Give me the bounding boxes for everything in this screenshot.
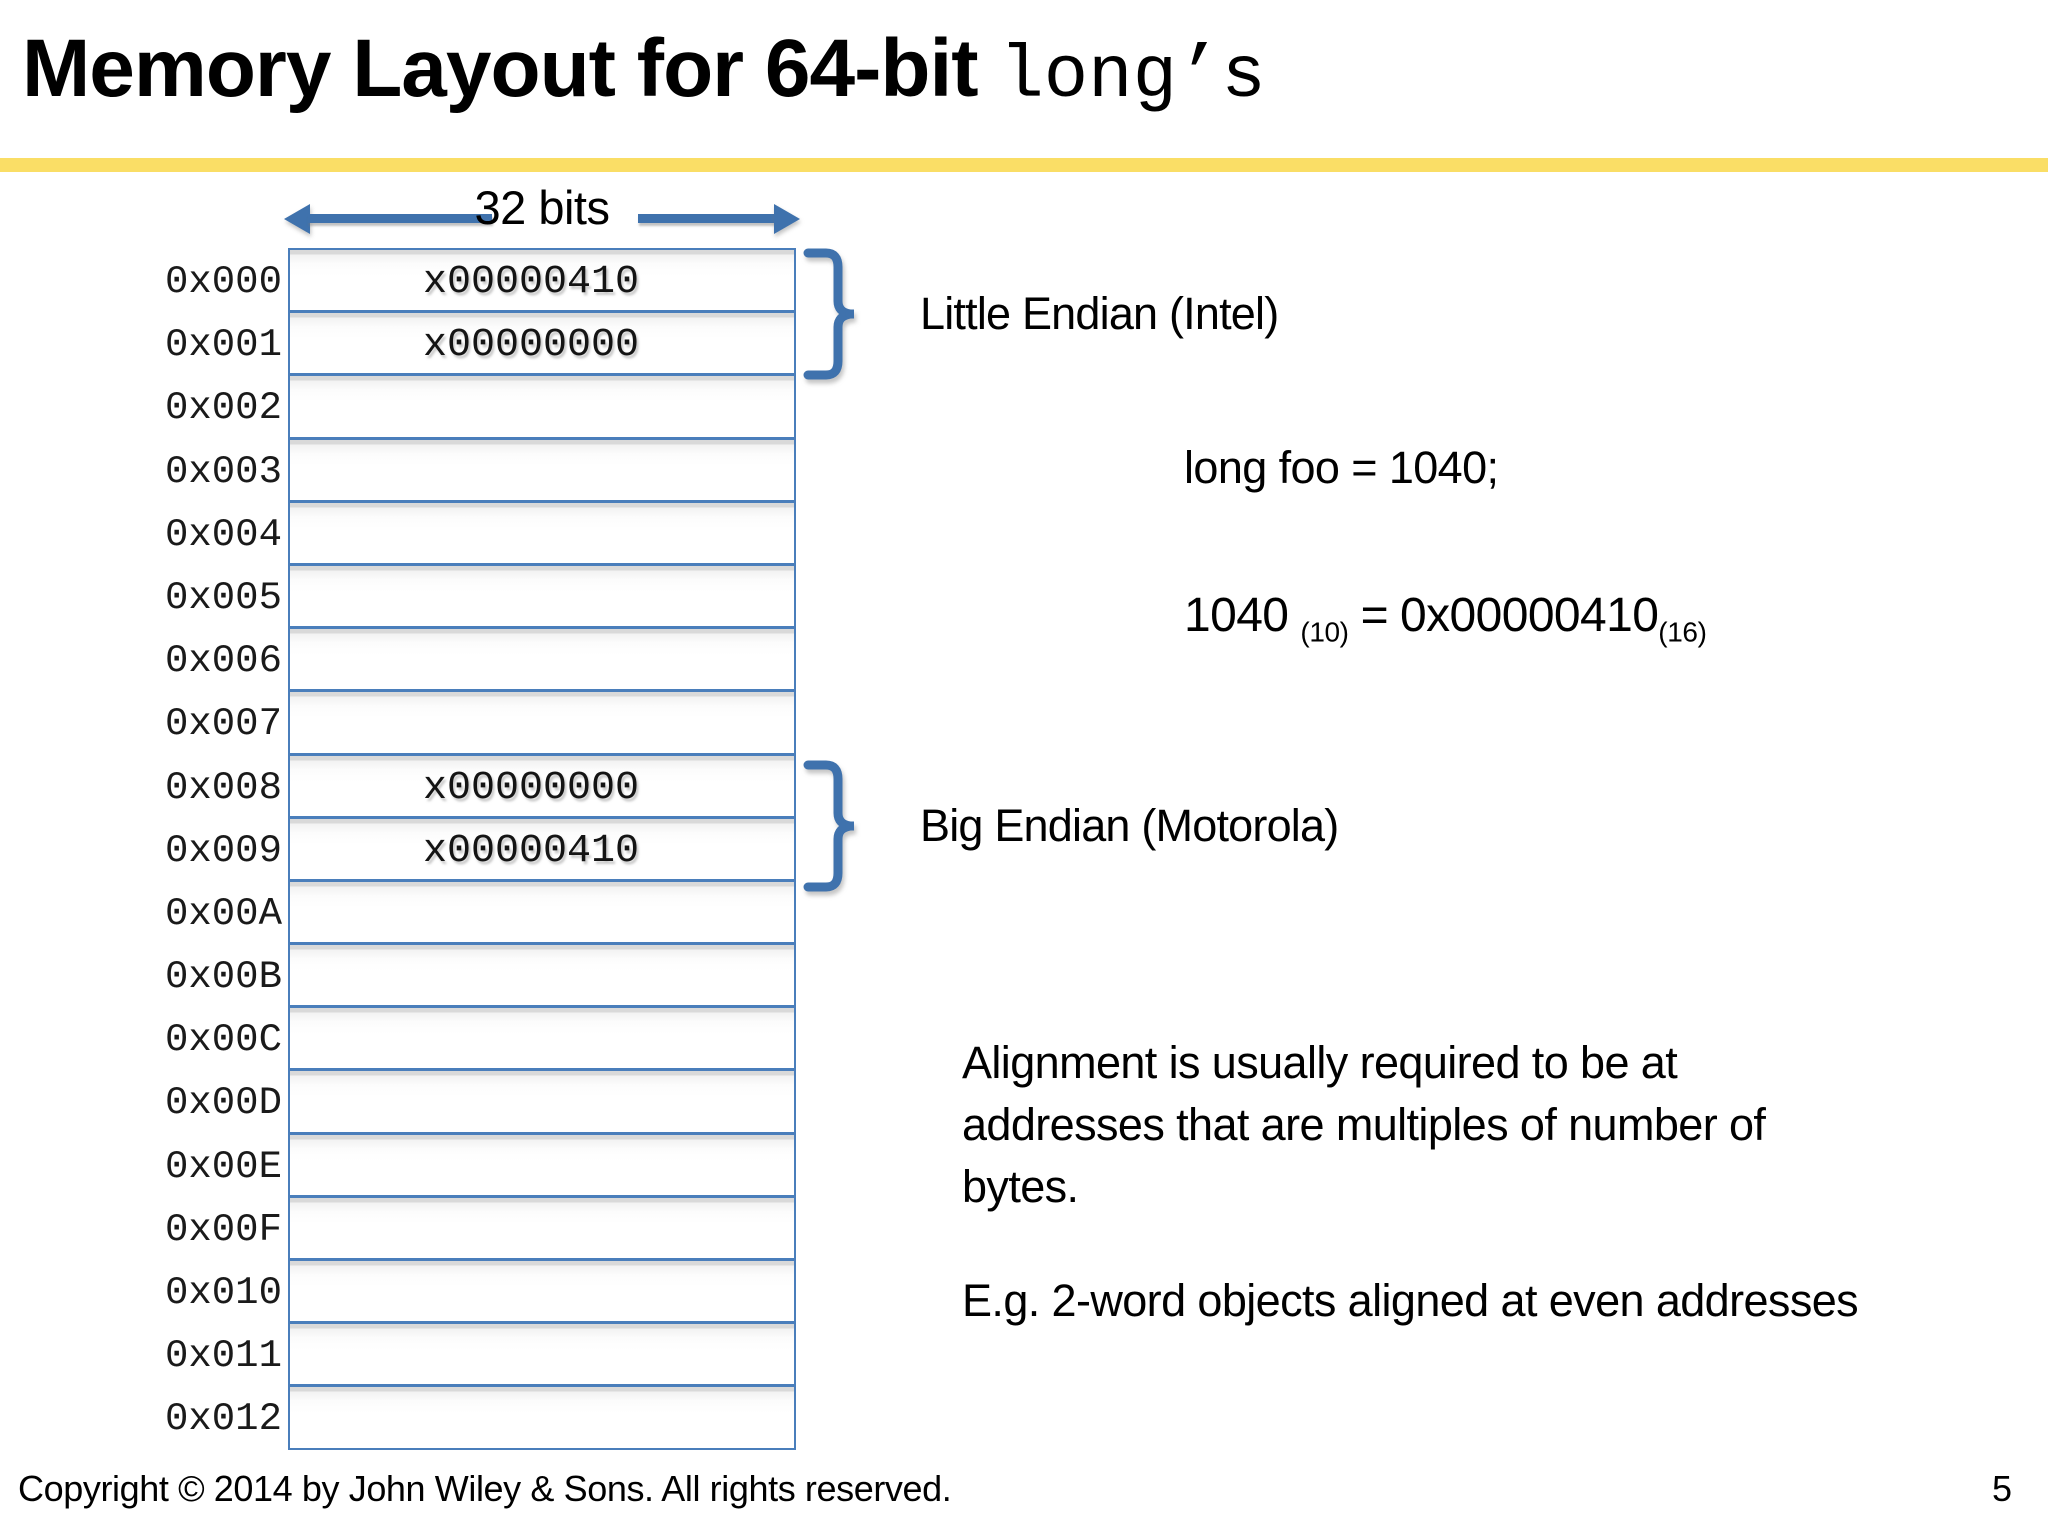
- memory-row: 0x008 x00000000: [165, 753, 796, 818]
- memory-cell-value: [290, 945, 794, 1009]
- memory-row: 0x011: [165, 1322, 796, 1388]
- memory-address-label: 0x00F: [164, 1207, 282, 1252]
- memory-row: 0x009 x00000410: [165, 816, 796, 881]
- footer-page-number: 5: [1991, 1468, 2012, 1509]
- memory-cell-value: [290, 440, 794, 504]
- memory-row: 0x00B: [165, 943, 796, 1009]
- hex-equals-sign: =: [1360, 589, 1389, 642]
- memory-cell-value: [290, 376, 794, 440]
- memory-address-label: 0x012: [164, 1397, 282, 1442]
- memory-row: 0x00C: [165, 1006, 796, 1072]
- memory-cell-value: [290, 566, 794, 630]
- memory-address-label: 0x00B: [164, 955, 282, 1000]
- memory-cell-value: [290, 1071, 794, 1135]
- memory-cell-value: [290, 1198, 794, 1262]
- page-title-code: long’s: [999, 35, 1266, 119]
- memory-cell-value: x00000000: [422, 323, 640, 369]
- memory-cell-value: [290, 692, 794, 756]
- bit-width-label: 32 bits: [474, 181, 610, 234]
- memory-row: 0x010: [165, 1259, 796, 1325]
- memory-row: 0x005: [165, 563, 796, 630]
- memory-address-label: 0x010: [164, 1271, 282, 1315]
- big-endian-label: Big Endian (Motorola): [920, 800, 1339, 851]
- example-line: E.g. 2-word objects aligned at even addr…: [962, 1275, 1859, 1326]
- arrow-left-shaft: [308, 214, 492, 223]
- memory-address-label: 0x005: [164, 575, 282, 620]
- memory-cell-value: [290, 1135, 794, 1199]
- memory-address-label: 0x00A: [164, 891, 282, 936]
- memory-cell-value: [290, 503, 794, 567]
- memory-row: 0x002: [165, 374, 796, 440]
- memory-row: 0x00A: [165, 879, 796, 946]
- memory-address-label: 0x000: [164, 260, 282, 304]
- alignment-paragraph: Alignment is usually required to be at a…: [962, 1037, 1766, 1212]
- memory-row: 0x00D: [165, 1069, 796, 1135]
- memory-row: 0x000 x00000410: [165, 248, 796, 313]
- hex-hex-base: (16): [1658, 616, 1707, 648]
- memory-row: 0x00F: [165, 1195, 796, 1262]
- memory-row: 0x00E: [165, 1132, 796, 1199]
- page-title: Memory Layout for 64-bit long’s: [22, 14, 2022, 134]
- hex-decimal-value: 1040: [1184, 589, 1289, 642]
- memory-address-label: 0x007: [164, 702, 282, 747]
- hex-decimal-base: (10): [1300, 616, 1349, 648]
- memory-address-label: 0x00D: [164, 1081, 282, 1126]
- memory-address-label: 0x002: [164, 386, 282, 431]
- little-endian-brace-icon: [800, 248, 854, 380]
- memory-cell-value: [290, 882, 794, 946]
- memory-row: 0x006: [165, 627, 796, 693]
- little-endian-label: Little Endian (Intel): [920, 288, 1279, 339]
- memory-cell-value: [290, 1008, 794, 1072]
- page-title-main: Memory Layout for 64-bit: [22, 23, 1000, 114]
- memory-address-label: 0x009: [164, 828, 282, 873]
- memory-address-label: 0x011: [164, 1334, 282, 1379]
- hex-hex-value: 0x00000410: [1400, 589, 1659, 642]
- memory-address-label: 0x003: [164, 449, 282, 494]
- memory-table: 0x000 x00000410 0x001 x00000000 0x002 0x003 0x…: [165, 248, 796, 1451]
- memory-row: 0x012: [165, 1385, 796, 1451]
- memory-row: 0x001 x00000000: [165, 311, 796, 376]
- arrow-right-icon: [774, 204, 800, 234]
- memory-cell-value: [290, 1324, 794, 1388]
- memory-row: 0x003: [165, 437, 796, 504]
- memory-row: 0x007: [165, 690, 796, 756]
- memory-address-label: 0x00E: [164, 1144, 282, 1189]
- declaration-text: long foo = 1040;: [1184, 442, 1499, 493]
- memory-cell-value: [290, 629, 794, 693]
- big-endian-brace-icon: [800, 760, 854, 892]
- title-divider-rule: [0, 158, 2048, 172]
- memory-cell-value: x00000410: [422, 828, 640, 874]
- hex-conversion-text: 1040 (10) =0x00000410(16): [1184, 588, 1707, 649]
- footer-copyright: Copyright © 2014 by John Wiley & Sons. A…: [18, 1468, 952, 1509]
- memory-cell-value: x00000000: [422, 765, 640, 811]
- memory-address-label: 0x00C: [164, 1018, 282, 1063]
- memory-address-label: 0x004: [164, 512, 282, 557]
- memory-cell-value: [290, 1387, 794, 1451]
- memory-address-label: 0x008: [164, 765, 282, 810]
- memory-cell-value: [290, 1261, 794, 1325]
- memory-address-label: 0x001: [164, 323, 282, 368]
- arrow-left-icon: [284, 204, 310, 234]
- bit-width-indicator: 32 bits: [284, 181, 800, 244]
- memory-cell-value: x00000410: [422, 260, 640, 305]
- memory-row: 0x004: [165, 500, 796, 567]
- arrow-right-shaft: [638, 214, 776, 223]
- memory-address-label: 0x006: [164, 639, 282, 684]
